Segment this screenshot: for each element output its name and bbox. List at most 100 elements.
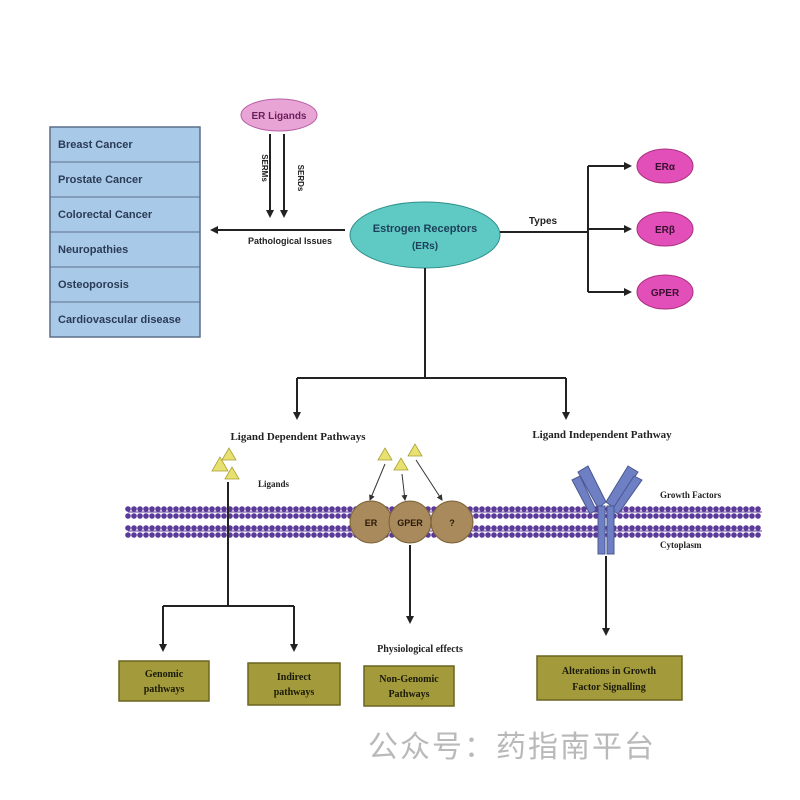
- lipid-head: [293, 506, 299, 512]
- lipid-head: [257, 513, 263, 519]
- lipid-head: [491, 525, 497, 531]
- lipid-head: [167, 513, 173, 519]
- lipid-head: [311, 532, 317, 538]
- lipid-head: [131, 525, 137, 531]
- lipid-head: [209, 513, 215, 519]
- lipid-head: [527, 525, 533, 531]
- lipid-head: [131, 506, 137, 512]
- lipid-head: [593, 525, 599, 531]
- lipid-head: [749, 506, 755, 512]
- lipid-head: [755, 506, 761, 512]
- lipid-head: [689, 506, 695, 512]
- lipid-head: [617, 513, 623, 519]
- lipid-head: [197, 513, 203, 519]
- lipid-head: [719, 506, 725, 512]
- lipid-head: [623, 532, 629, 538]
- lipid-head: [161, 513, 167, 519]
- lipid-head: [191, 506, 197, 512]
- lipid-head: [545, 513, 551, 519]
- lipid-head: [551, 532, 557, 538]
- lipid-head: [257, 532, 263, 538]
- lipid-head: [749, 532, 755, 538]
- lipid-head: [485, 525, 491, 531]
- lipid-head: [335, 513, 341, 519]
- lipid-head: [749, 525, 755, 531]
- lipid-head: [179, 513, 185, 519]
- lipid-head: [305, 525, 311, 531]
- lipid-head: [581, 513, 587, 519]
- non-genomic-pathways-box: Non-Genomic Pathways: [363, 665, 455, 707]
- indirect-line1: Indirect: [277, 672, 312, 683]
- lipid-head: [623, 506, 629, 512]
- lipid-head: [665, 506, 671, 512]
- lipid-head: [677, 525, 683, 531]
- lipid-head: [323, 525, 329, 531]
- lipid-head: [551, 506, 557, 512]
- lipid-head: [689, 525, 695, 531]
- lipid-head: [251, 506, 257, 512]
- growth-factor-receptor-icon: [571, 465, 643, 555]
- lipid-head: [653, 525, 659, 531]
- lipid-head: [479, 525, 485, 531]
- lipid-head: [239, 513, 245, 519]
- lipid-head: [203, 513, 209, 519]
- lipid-head: [197, 506, 203, 512]
- lipid-head: [659, 513, 665, 519]
- lipid-head: [197, 525, 203, 531]
- lipid-head: [173, 513, 179, 519]
- lipid-head: [203, 525, 209, 531]
- lipid-head: [713, 532, 719, 538]
- lipid-head: [659, 525, 665, 531]
- lipid-head: [491, 506, 497, 512]
- lipid-head: [545, 525, 551, 531]
- genomic-line1: Genomic: [145, 669, 184, 680]
- lipid-head: [341, 513, 347, 519]
- genomic-pathways-box: Genomic pathways: [118, 660, 210, 702]
- lipid-head: [245, 532, 251, 538]
- lipid-head: [245, 506, 251, 512]
- lipid-head: [173, 525, 179, 531]
- lipid-head: [743, 525, 749, 531]
- lipid-head: [287, 506, 293, 512]
- lipid-head: [155, 506, 161, 512]
- cross-talk-line2: Factor Signalling: [572, 682, 645, 693]
- lipid-head: [275, 513, 281, 519]
- lipid-head: [125, 513, 131, 519]
- lipid-head: [551, 525, 557, 531]
- lipid-head: [629, 506, 635, 512]
- lipid-head: [485, 532, 491, 538]
- lipid-head: [521, 525, 527, 531]
- lipid-head: [347, 532, 353, 538]
- lipid-head: [281, 525, 287, 531]
- lipid-head: [641, 506, 647, 512]
- lipid-head: [209, 506, 215, 512]
- lipid-head: [473, 525, 479, 531]
- ligand-dependent-pathways: Ligand Dependent Pathways: [230, 431, 366, 443]
- lipid-head: [257, 525, 263, 531]
- lipid-head: [209, 532, 215, 538]
- lipid-head: [551, 513, 557, 519]
- lipid-head: [509, 525, 515, 531]
- lipid-head: [287, 513, 293, 519]
- ligand-triangles-left: [211, 447, 240, 480]
- lipid-head: [539, 532, 545, 538]
- lipid-head: [671, 513, 677, 519]
- ligands-label: Ligands: [258, 479, 290, 489]
- lipid-head: [563, 532, 569, 538]
- central-node-line1: Estrogen Receptors: [373, 223, 478, 235]
- lipid-head: [629, 513, 635, 519]
- types-label: Types: [529, 216, 558, 227]
- pathological-issues-box: Breast Cancer Prostate Cancer Colorectal…: [49, 126, 201, 338]
- lipid-head: [275, 532, 281, 538]
- lipid-head: [743, 506, 749, 512]
- disease-breast-cancer: Breast Cancer: [58, 139, 133, 151]
- lipid-head: [299, 506, 305, 512]
- non-genomic-line2: Pathways: [388, 689, 429, 700]
- lipid-head: [137, 506, 143, 512]
- lipid-head: [557, 525, 563, 531]
- lipid-head: [125, 532, 131, 538]
- type-gper-label: GPER: [651, 288, 680, 299]
- lipid-head: [647, 513, 653, 519]
- lipid-head: [671, 506, 677, 512]
- lipid-head: [527, 506, 533, 512]
